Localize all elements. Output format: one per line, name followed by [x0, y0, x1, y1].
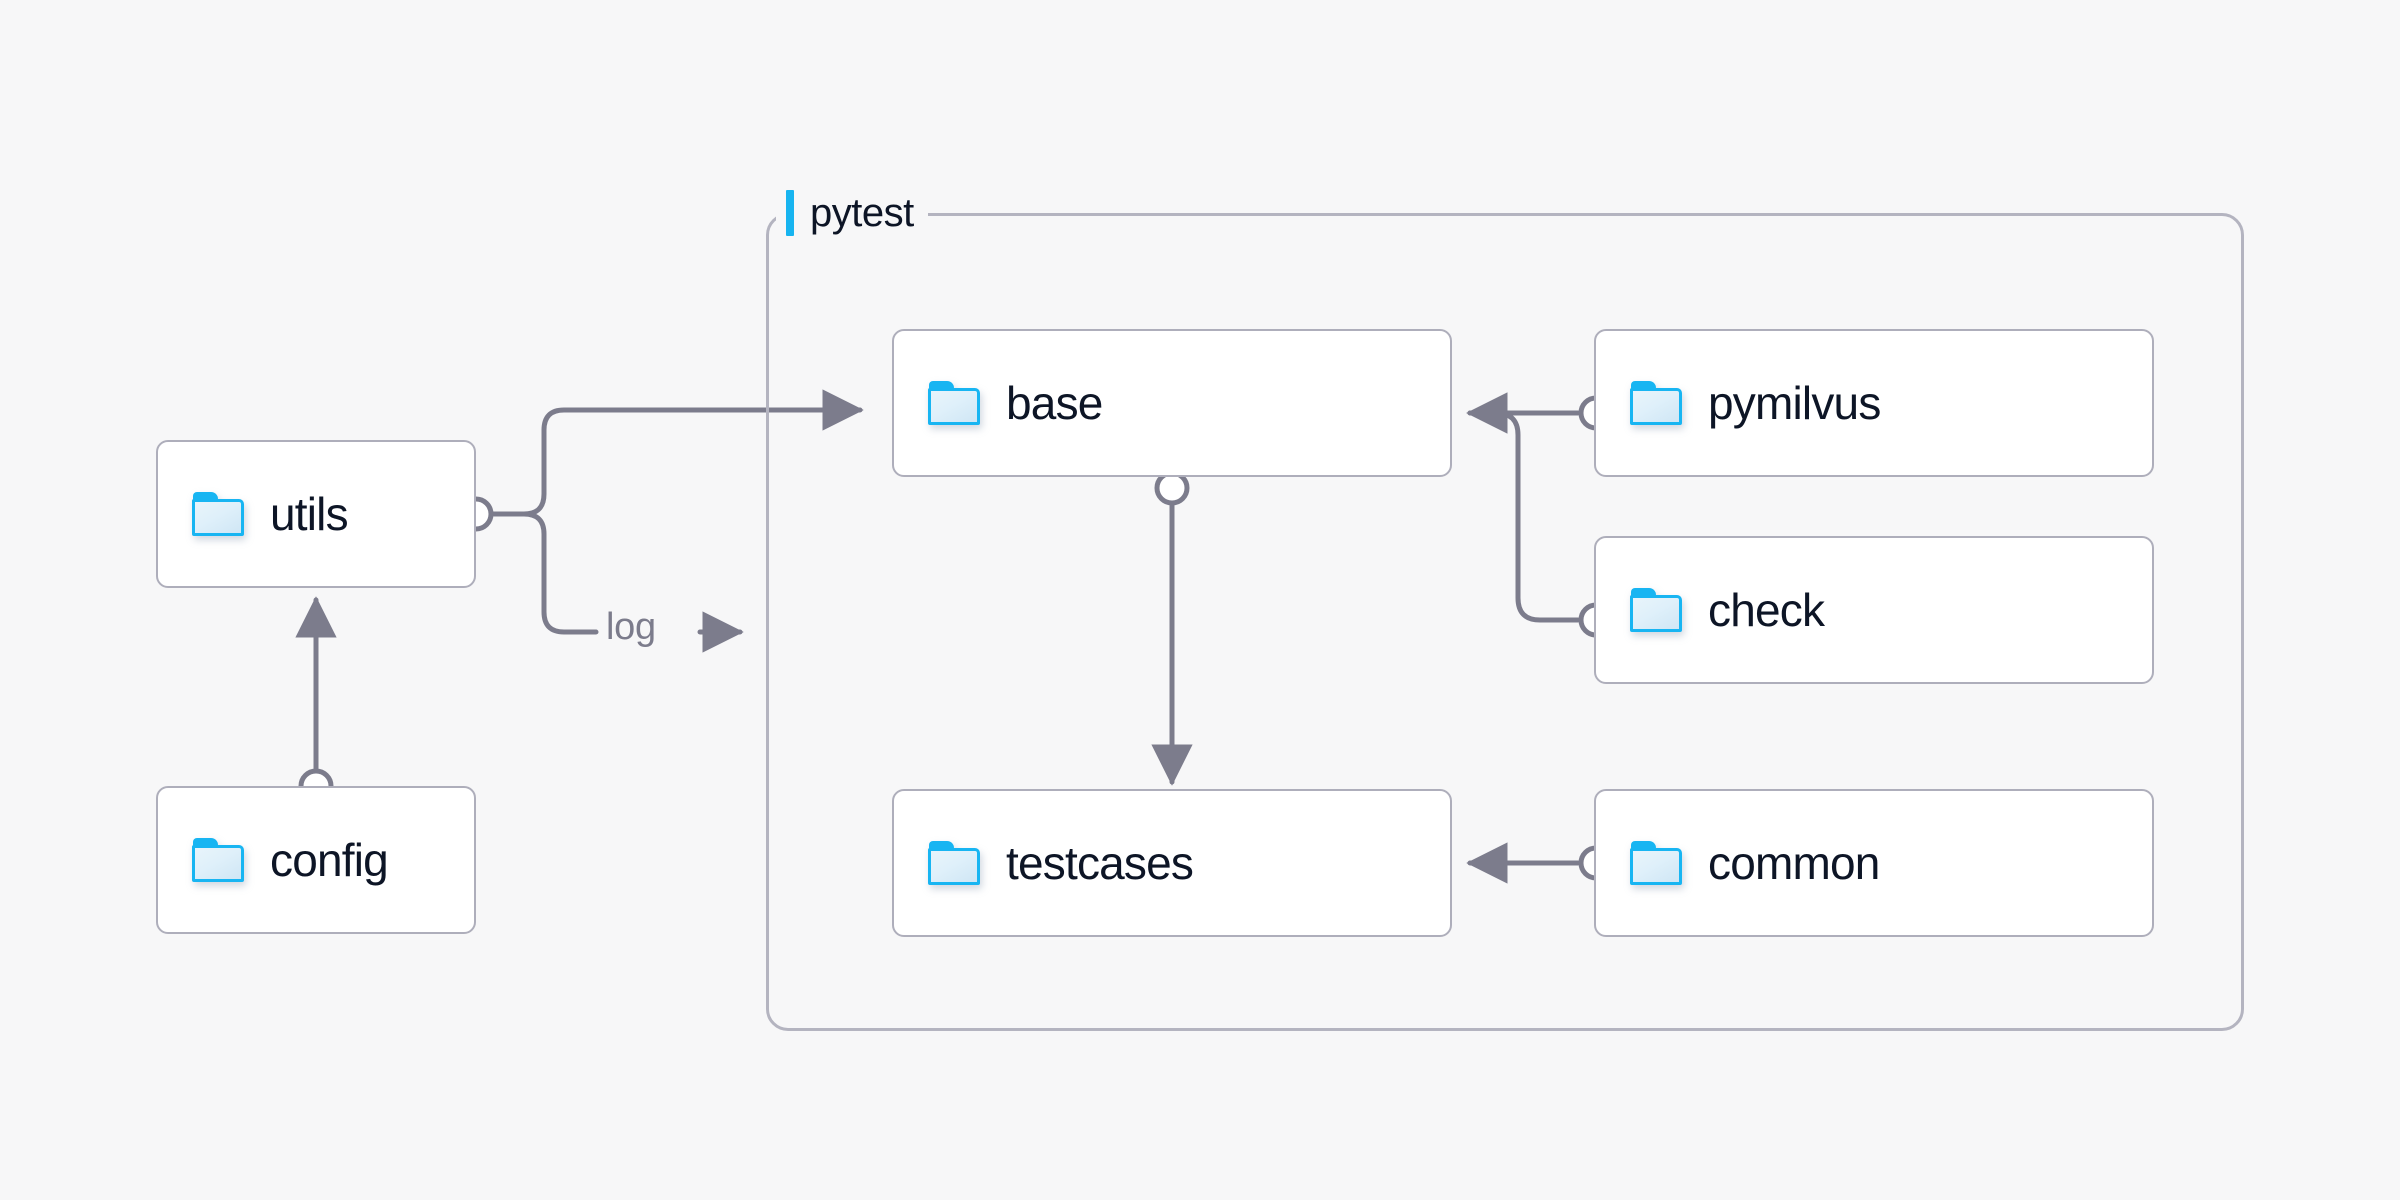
node-label: testcases	[1006, 837, 1194, 889]
group-title-label: pytest	[810, 190, 914, 235]
edge-label-log: log	[606, 606, 656, 648]
node-label: utils	[270, 488, 349, 540]
node-common[interactable]: common	[1594, 789, 2154, 937]
folder-icon	[1630, 381, 1682, 425]
group-title-pytest: pytest	[776, 185, 928, 241]
node-pymilvus[interactable]: pymilvus	[1594, 329, 2154, 477]
group-accent-bar	[786, 190, 794, 236]
node-base[interactable]: base	[892, 329, 1452, 477]
folder-icon	[192, 492, 244, 536]
folder-icon	[1630, 588, 1682, 632]
node-testcases[interactable]: testcases	[892, 789, 1452, 937]
folder-icon	[928, 841, 980, 885]
node-label: base	[1006, 377, 1103, 429]
node-label: common	[1708, 837, 1880, 889]
node-utils[interactable]: utils	[156, 440, 476, 588]
folder-icon	[928, 381, 980, 425]
node-label: config	[270, 834, 389, 886]
node-label: pymilvus	[1708, 377, 1881, 429]
folder-icon	[192, 838, 244, 882]
group-container-pytest[interactable]	[766, 213, 2244, 1031]
edge-utils-log	[491, 511, 599, 635]
node-label: check	[1708, 584, 1825, 636]
folder-icon	[1630, 841, 1682, 885]
node-check[interactable]: check	[1594, 536, 2154, 684]
node-config[interactable]: config	[156, 786, 476, 934]
